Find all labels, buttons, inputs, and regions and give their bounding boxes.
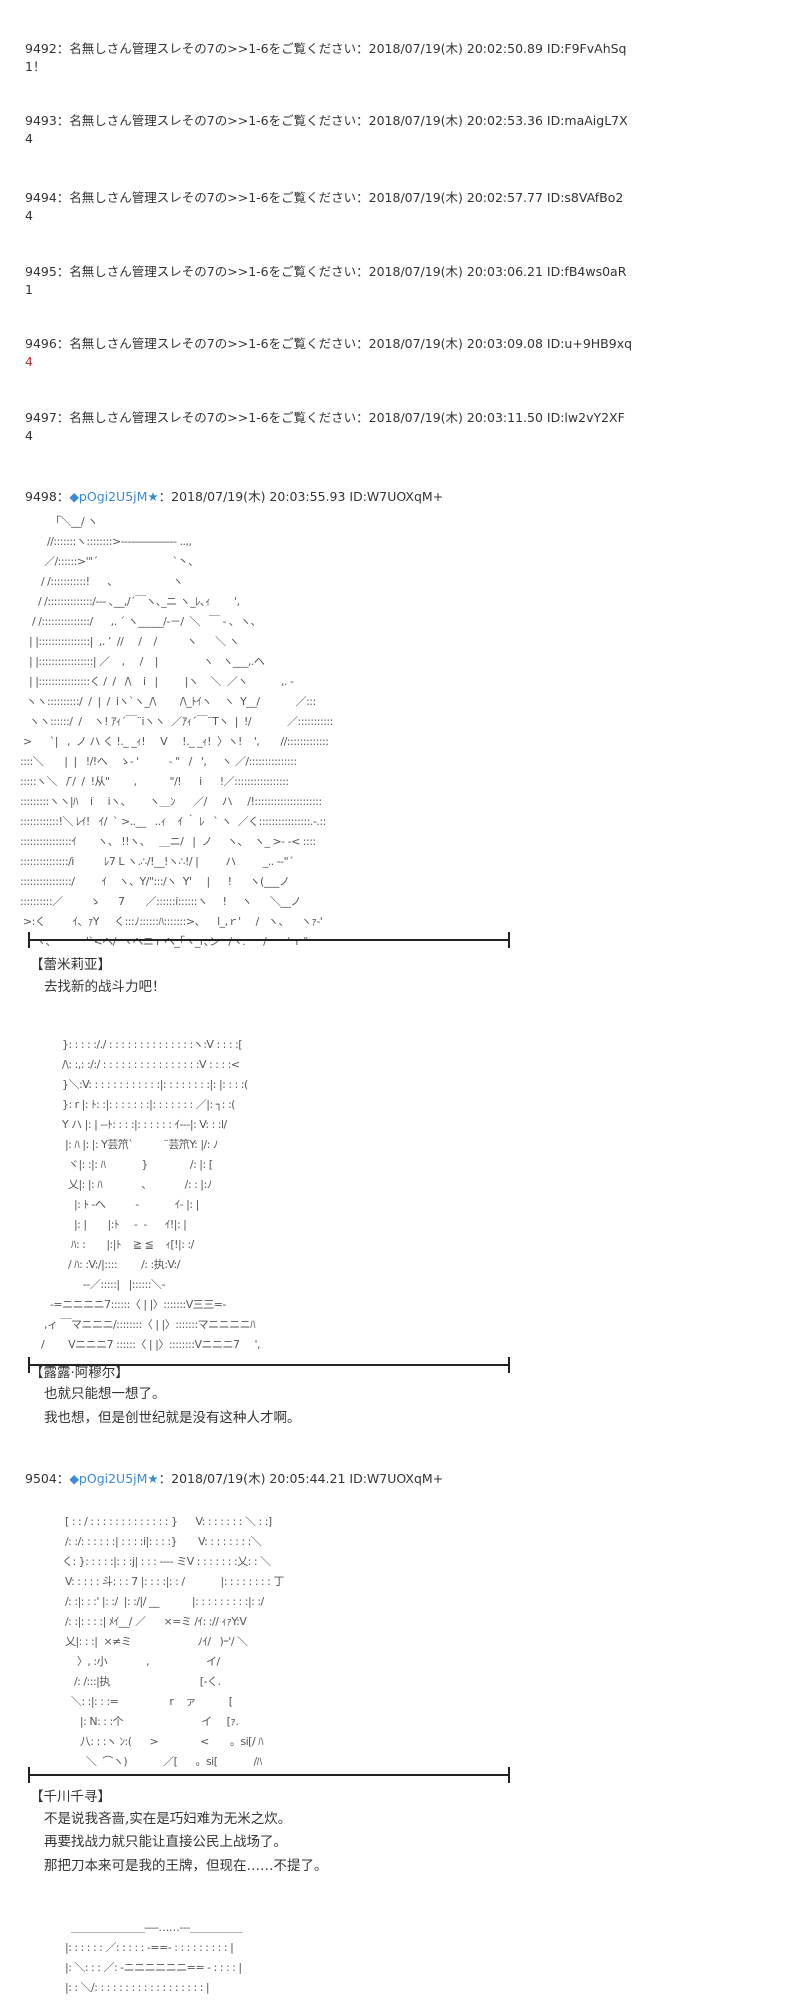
ascii-art-partial: ＿＿＿＿＿＿＿―‐……‐‐‐＿＿＿＿＿ |: : : : : : ／: : : … <box>64 1921 243 1994</box>
post-header: 9493：名無しさん管理スレその7の>>1-6をご覧ください：2018/07/1… <box>25 113 628 128</box>
ascii-art-remilia: 「＼__/ ヽ //:::::::ヽ::::::::>‐‐‐‐―――‐‐‐ ..… <box>20 515 333 948</box>
dialogue-line: 那把刀本来可是我的王牌，但现在……不提了。 <box>44 1858 328 1874</box>
divider-line <box>28 932 510 948</box>
post-header: 9492：名無しさん管理スレその7の>>1-6をご覧ください：2018/07/1… <box>25 41 627 56</box>
post-header: 9495：名無しさん管理スレその7の>>1-6をご覧ください：2018/07/1… <box>25 264 627 279</box>
dialogue-line: 去找新的战斗力吧！ <box>44 979 166 995</box>
ascii-art-chihiro: [ : : / : : : : : : : : : : : : : } V: :… <box>61 1515 284 1768</box>
divider-line <box>28 1767 510 1783</box>
trip-link[interactable]: ◆pOgi2U5jM <box>69 1471 148 1486</box>
post-body: 4 <box>25 131 33 146</box>
star-icon: ★ <box>147 489 159 504</box>
post-meta: ：2018/07/19(木) 20:03:55.93 ID:W7UOXqM+ <box>158 489 444 504</box>
speaker-name: 【露露·阿穆尔】 <box>30 1365 129 1381</box>
post-number: 9504： <box>25 1471 70 1486</box>
post-header: 9494：名無しさん管理スレその7の>>1-6をご覧ください：2018/07/1… <box>25 190 624 205</box>
post-header: 9497：名無しさん管理スレその7の>>1-6をご覧ください：2018/07/1… <box>25 410 625 425</box>
speaker-name: 【千川千寻】 <box>30 1789 111 1805</box>
ascii-art-lulu: }: : : : :/./ : : : : : : : : : : : : : … <box>40 1038 261 1351</box>
post-body: 4 <box>25 428 33 443</box>
dialogue-line: 不是说我吝啬,实在是巧妇难为无米之炊。 <box>44 1811 292 1827</box>
post-body: 1！ <box>25 59 46 74</box>
post-body: 4 <box>25 208 33 223</box>
dialogue-line: 也就只能想一想了。 <box>44 1386 166 1402</box>
post-body: 4 <box>25 354 33 369</box>
post-header: 9496：名無しさん管理スレその7の>>1-6をご覧ください：2018/07/1… <box>25 336 633 351</box>
dialogue-line: 再要找战力就只能让直接公民上战场了。 <box>44 1834 287 1850</box>
dialogue-line: 我也想，但是创世纪就是没有这种人才啊。 <box>44 1410 301 1426</box>
post-meta: ：2018/07/19(木) 20:05:44.21 ID:W7UOXqM+ <box>158 1471 444 1486</box>
op-post-header-9504: 9504：◆pOgi2U5jM★：2018/07/19(木) 20:05:44.… <box>25 1470 443 1488</box>
post-number: 9498： <box>25 489 70 504</box>
trip-link[interactable]: ◆pOgi2U5jM <box>69 489 148 504</box>
post-body: 1 <box>25 282 33 297</box>
divider-line <box>28 1357 510 1373</box>
star-icon: ★ <box>147 1471 159 1486</box>
speaker-name: 【蕾米莉亚】 <box>30 957 111 973</box>
op-post-header-9498: 9498：◆pOgi2U5jM★：2018/07/19(木) 20:03:55.… <box>25 488 443 506</box>
